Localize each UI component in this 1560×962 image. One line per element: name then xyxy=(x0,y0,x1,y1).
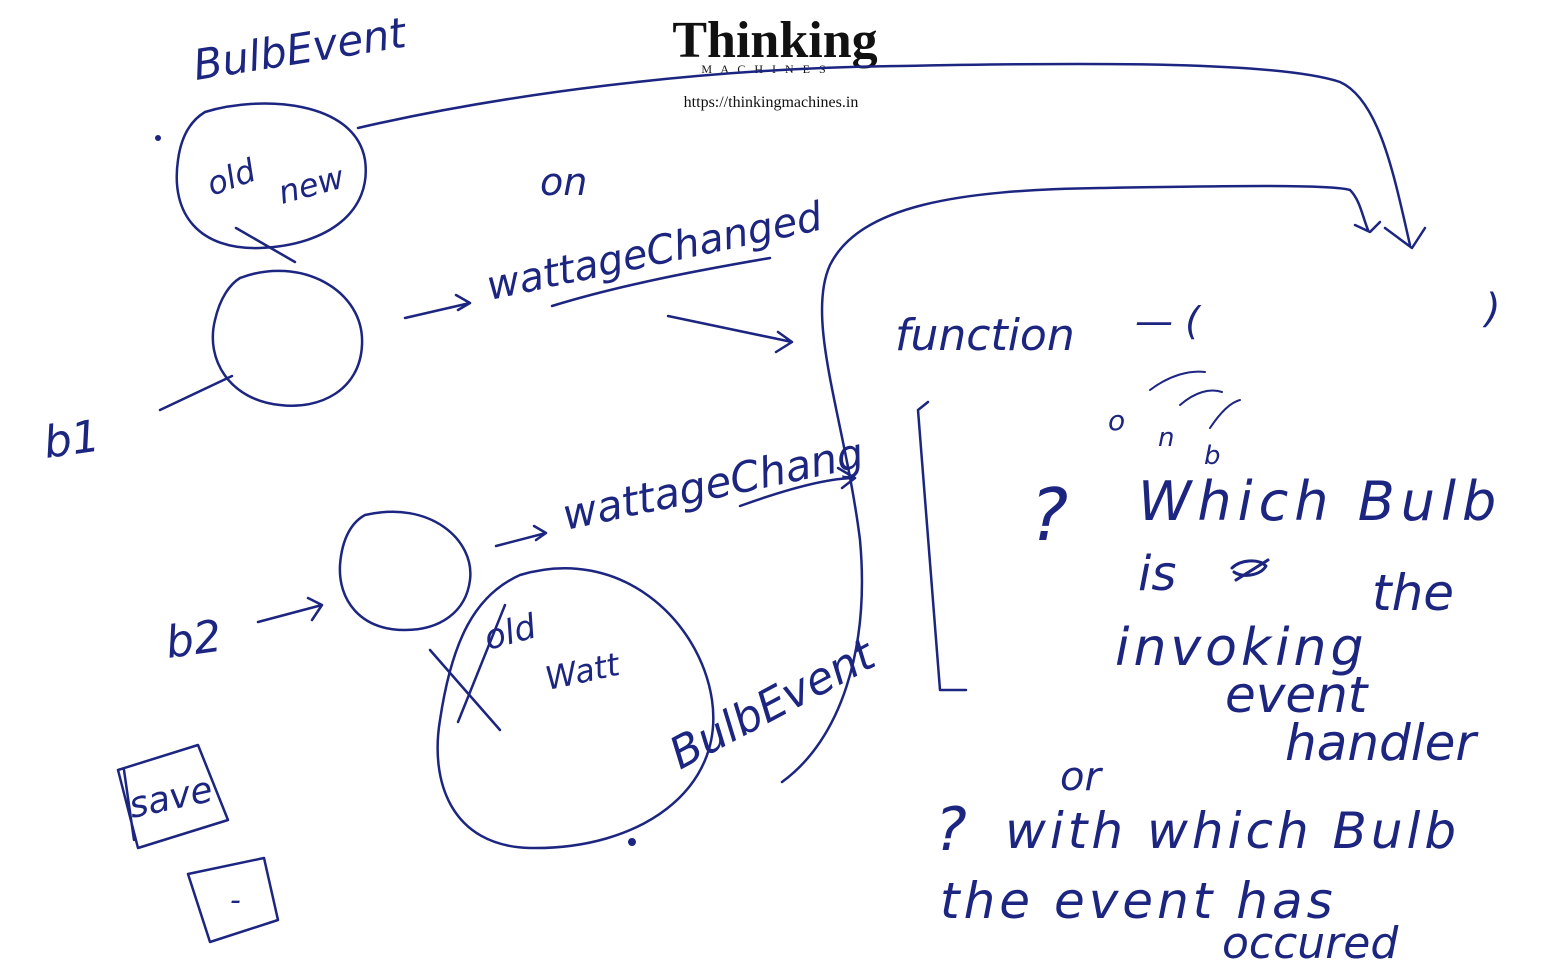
underline-wattage-top xyxy=(550,256,772,308)
label-q1-line2: is xyxy=(1138,546,1176,602)
arrow-head-right-1 xyxy=(1383,226,1427,250)
arrow-bulb-event-to-handler xyxy=(356,62,1412,247)
label-q1-line3: the xyxy=(1372,564,1454,622)
label-wattage-changed-top: wattageChanged xyxy=(483,194,827,310)
label-save: save xyxy=(125,769,216,827)
label-q1-line1: Which Bulb xyxy=(1138,470,1502,533)
minus-box xyxy=(186,856,280,944)
arrow-bottom-event-to-handler xyxy=(780,184,1370,784)
label-minus-box: - xyxy=(230,883,241,918)
label-b1: b1 xyxy=(40,411,102,469)
label-q1-line6: handler xyxy=(1285,714,1479,772)
bulb-b2-circle xyxy=(338,510,472,632)
ink-dot xyxy=(155,135,161,141)
label-wattage-changed-bottom: wattageChang xyxy=(558,428,868,540)
signal-arcs xyxy=(1149,370,1241,429)
label-b2: b2 xyxy=(162,611,224,669)
label-bulb-event-top: BulbEvent xyxy=(190,8,411,90)
brand-title: Thinking xyxy=(672,12,877,69)
label-func-paren-open: — ( xyxy=(1135,299,1202,343)
label-q1-line5: event xyxy=(1225,666,1370,724)
bulb-b1-circle xyxy=(211,269,364,407)
label-func-paren-close: ) xyxy=(1482,286,1501,332)
label-q2-line1: with which Bulb xyxy=(1005,802,1460,860)
scribble-strikeout xyxy=(1230,558,1270,582)
link-line-bottom xyxy=(428,648,502,732)
ink-dot xyxy=(628,838,636,846)
label-old-top: old xyxy=(202,151,261,204)
bulb-event-top-oval xyxy=(175,102,368,250)
brand-logo: Thinking M A C H I N E S https://thinkin… xyxy=(672,12,877,111)
label-old-bottom: old xyxy=(480,607,541,659)
brand-url[interactable]: https://thinkingmachines.in xyxy=(684,94,859,111)
label-q2-mark: ? xyxy=(935,795,967,865)
label-on: on xyxy=(540,160,587,204)
bulb-event-bottom-oval xyxy=(436,567,715,850)
label-or: or xyxy=(1060,754,1103,800)
label-b: b xyxy=(1204,441,1221,471)
label-q2-line2: the event has xyxy=(940,872,1337,930)
arrow-wattage-bottom-underline xyxy=(738,466,857,508)
label-q1-line4: invoking xyxy=(1115,618,1368,678)
label-function: function xyxy=(895,310,1075,361)
arrow-head-right-2 xyxy=(1353,220,1382,234)
save-box xyxy=(116,743,230,850)
label-wattage-bottom: Watt xyxy=(542,645,624,698)
function-body-bracket xyxy=(916,400,968,692)
label-q2-line3: occured xyxy=(1222,918,1399,962)
label-o: o xyxy=(1108,404,1125,437)
arrow-wattage-to-function xyxy=(666,314,794,354)
arrow-to-wattage-bottom xyxy=(494,524,548,548)
label-n: n xyxy=(1158,423,1174,453)
arrow-b2 xyxy=(256,596,324,624)
link-line-top xyxy=(234,226,297,264)
b1-pointer-line xyxy=(158,374,234,412)
label-q1-mark: ? xyxy=(1030,473,1068,557)
label-new-top: new xyxy=(274,158,349,212)
old-cross-line xyxy=(456,603,507,724)
arrow-to-wattage-top xyxy=(403,293,472,320)
